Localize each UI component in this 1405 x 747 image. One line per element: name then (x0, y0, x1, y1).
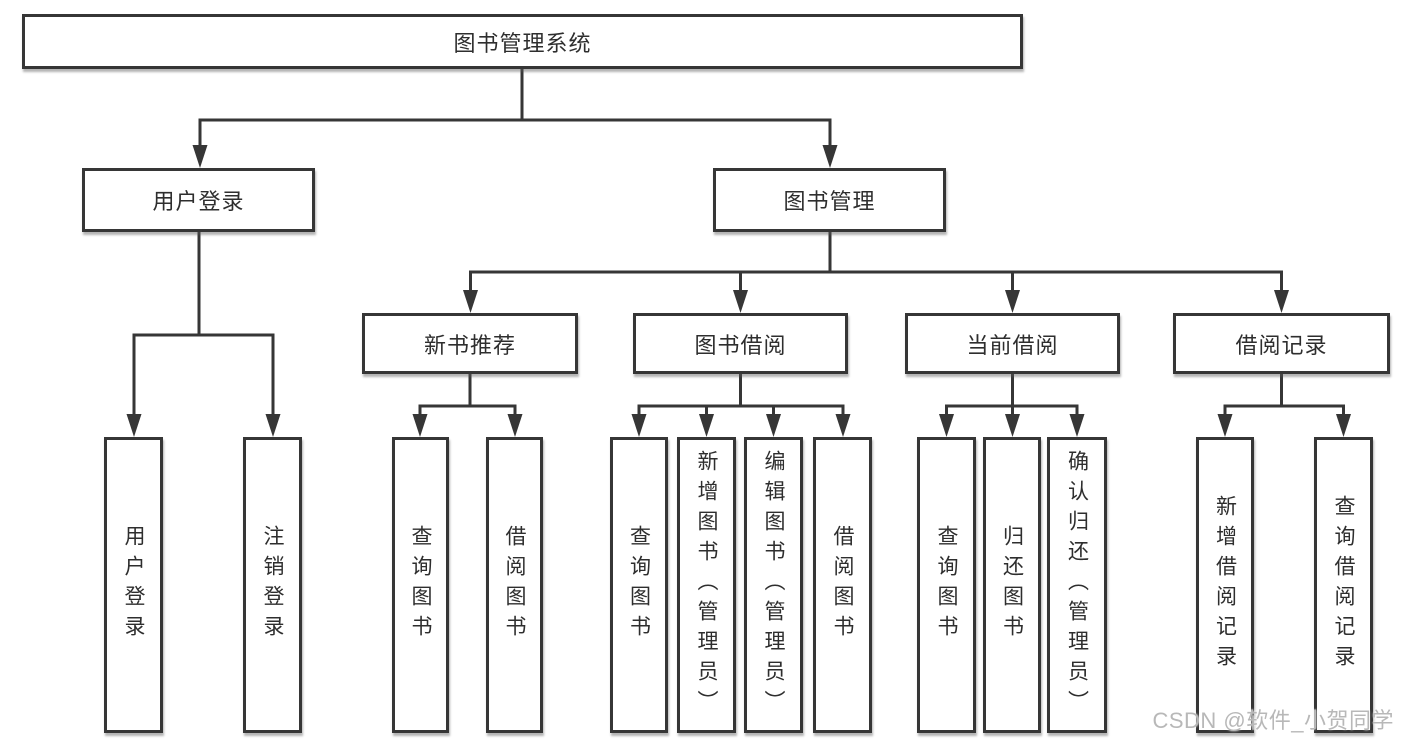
arrowhead (822, 145, 838, 168)
node-leaf-edit-book-admin: 编辑图书（管理员） (744, 437, 803, 733)
arrowhead (1005, 414, 1020, 437)
arrowhead (507, 414, 523, 437)
arrowhead (766, 414, 781, 437)
connector-borrow-records (1217, 374, 1351, 437)
node-leaf-query-books-current: 查询图书 (917, 437, 976, 733)
node-book-borrow: 图书借阅 (633, 313, 848, 374)
node-leaf-query-books-borrow: 查询图书 (610, 437, 668, 733)
connector-new-book-recommend (412, 374, 523, 437)
arrowhead (192, 145, 208, 168)
arrowhead (1069, 414, 1085, 437)
arrowhead (699, 414, 714, 437)
arrowhead (265, 414, 281, 437)
arrowhead (126, 414, 142, 437)
node-leaf-logout: 注销登录 (243, 437, 302, 733)
connector-current-borrow (939, 374, 1085, 437)
arrowhead (1336, 414, 1351, 437)
arrowhead (1217, 414, 1233, 437)
arrowhead (939, 414, 954, 437)
node-current-borrow: 当前借阅 (905, 313, 1120, 374)
connector-root (192, 69, 838, 168)
node-leaf-add-borrow-record: 新增借阅记录 (1196, 437, 1254, 733)
connector-book-management (463, 232, 1289, 313)
node-leaf-add-book-admin: 新增图书（管理员） (677, 437, 736, 733)
arrowhead (733, 290, 748, 313)
node-book-management: 图书管理 (713, 168, 946, 232)
connector-user-login (126, 232, 281, 437)
node-leaf-return-book: 归还图书 (983, 437, 1041, 733)
arrowhead (412, 414, 428, 437)
node-leaf-borrow-books-recommend: 借阅图书 (486, 437, 543, 733)
node-leaf-confirm-return-admin: 确认归还（管理员） (1047, 437, 1107, 733)
connector-book-borrow (631, 374, 851, 437)
arrowhead (835, 414, 851, 437)
node-leaf-query-books-recommend: 查询图书 (392, 437, 449, 733)
arrowhead (631, 414, 647, 437)
arrowhead (463, 290, 478, 313)
node-leaf-user-login: 用户登录 (104, 437, 163, 733)
node-new-book-recommend: 新书推荐 (362, 313, 578, 374)
node-borrow-records: 借阅记录 (1173, 313, 1390, 374)
node-leaf-query-borrow-record: 查询借阅记录 (1314, 437, 1373, 733)
node-system-root: 图书管理系统 (22, 14, 1023, 69)
node-leaf-borrow-books: 借阅图书 (813, 437, 872, 733)
arrowhead (1274, 290, 1289, 313)
node-user-login: 用户登录 (82, 168, 315, 232)
arrowhead (1005, 290, 1020, 313)
